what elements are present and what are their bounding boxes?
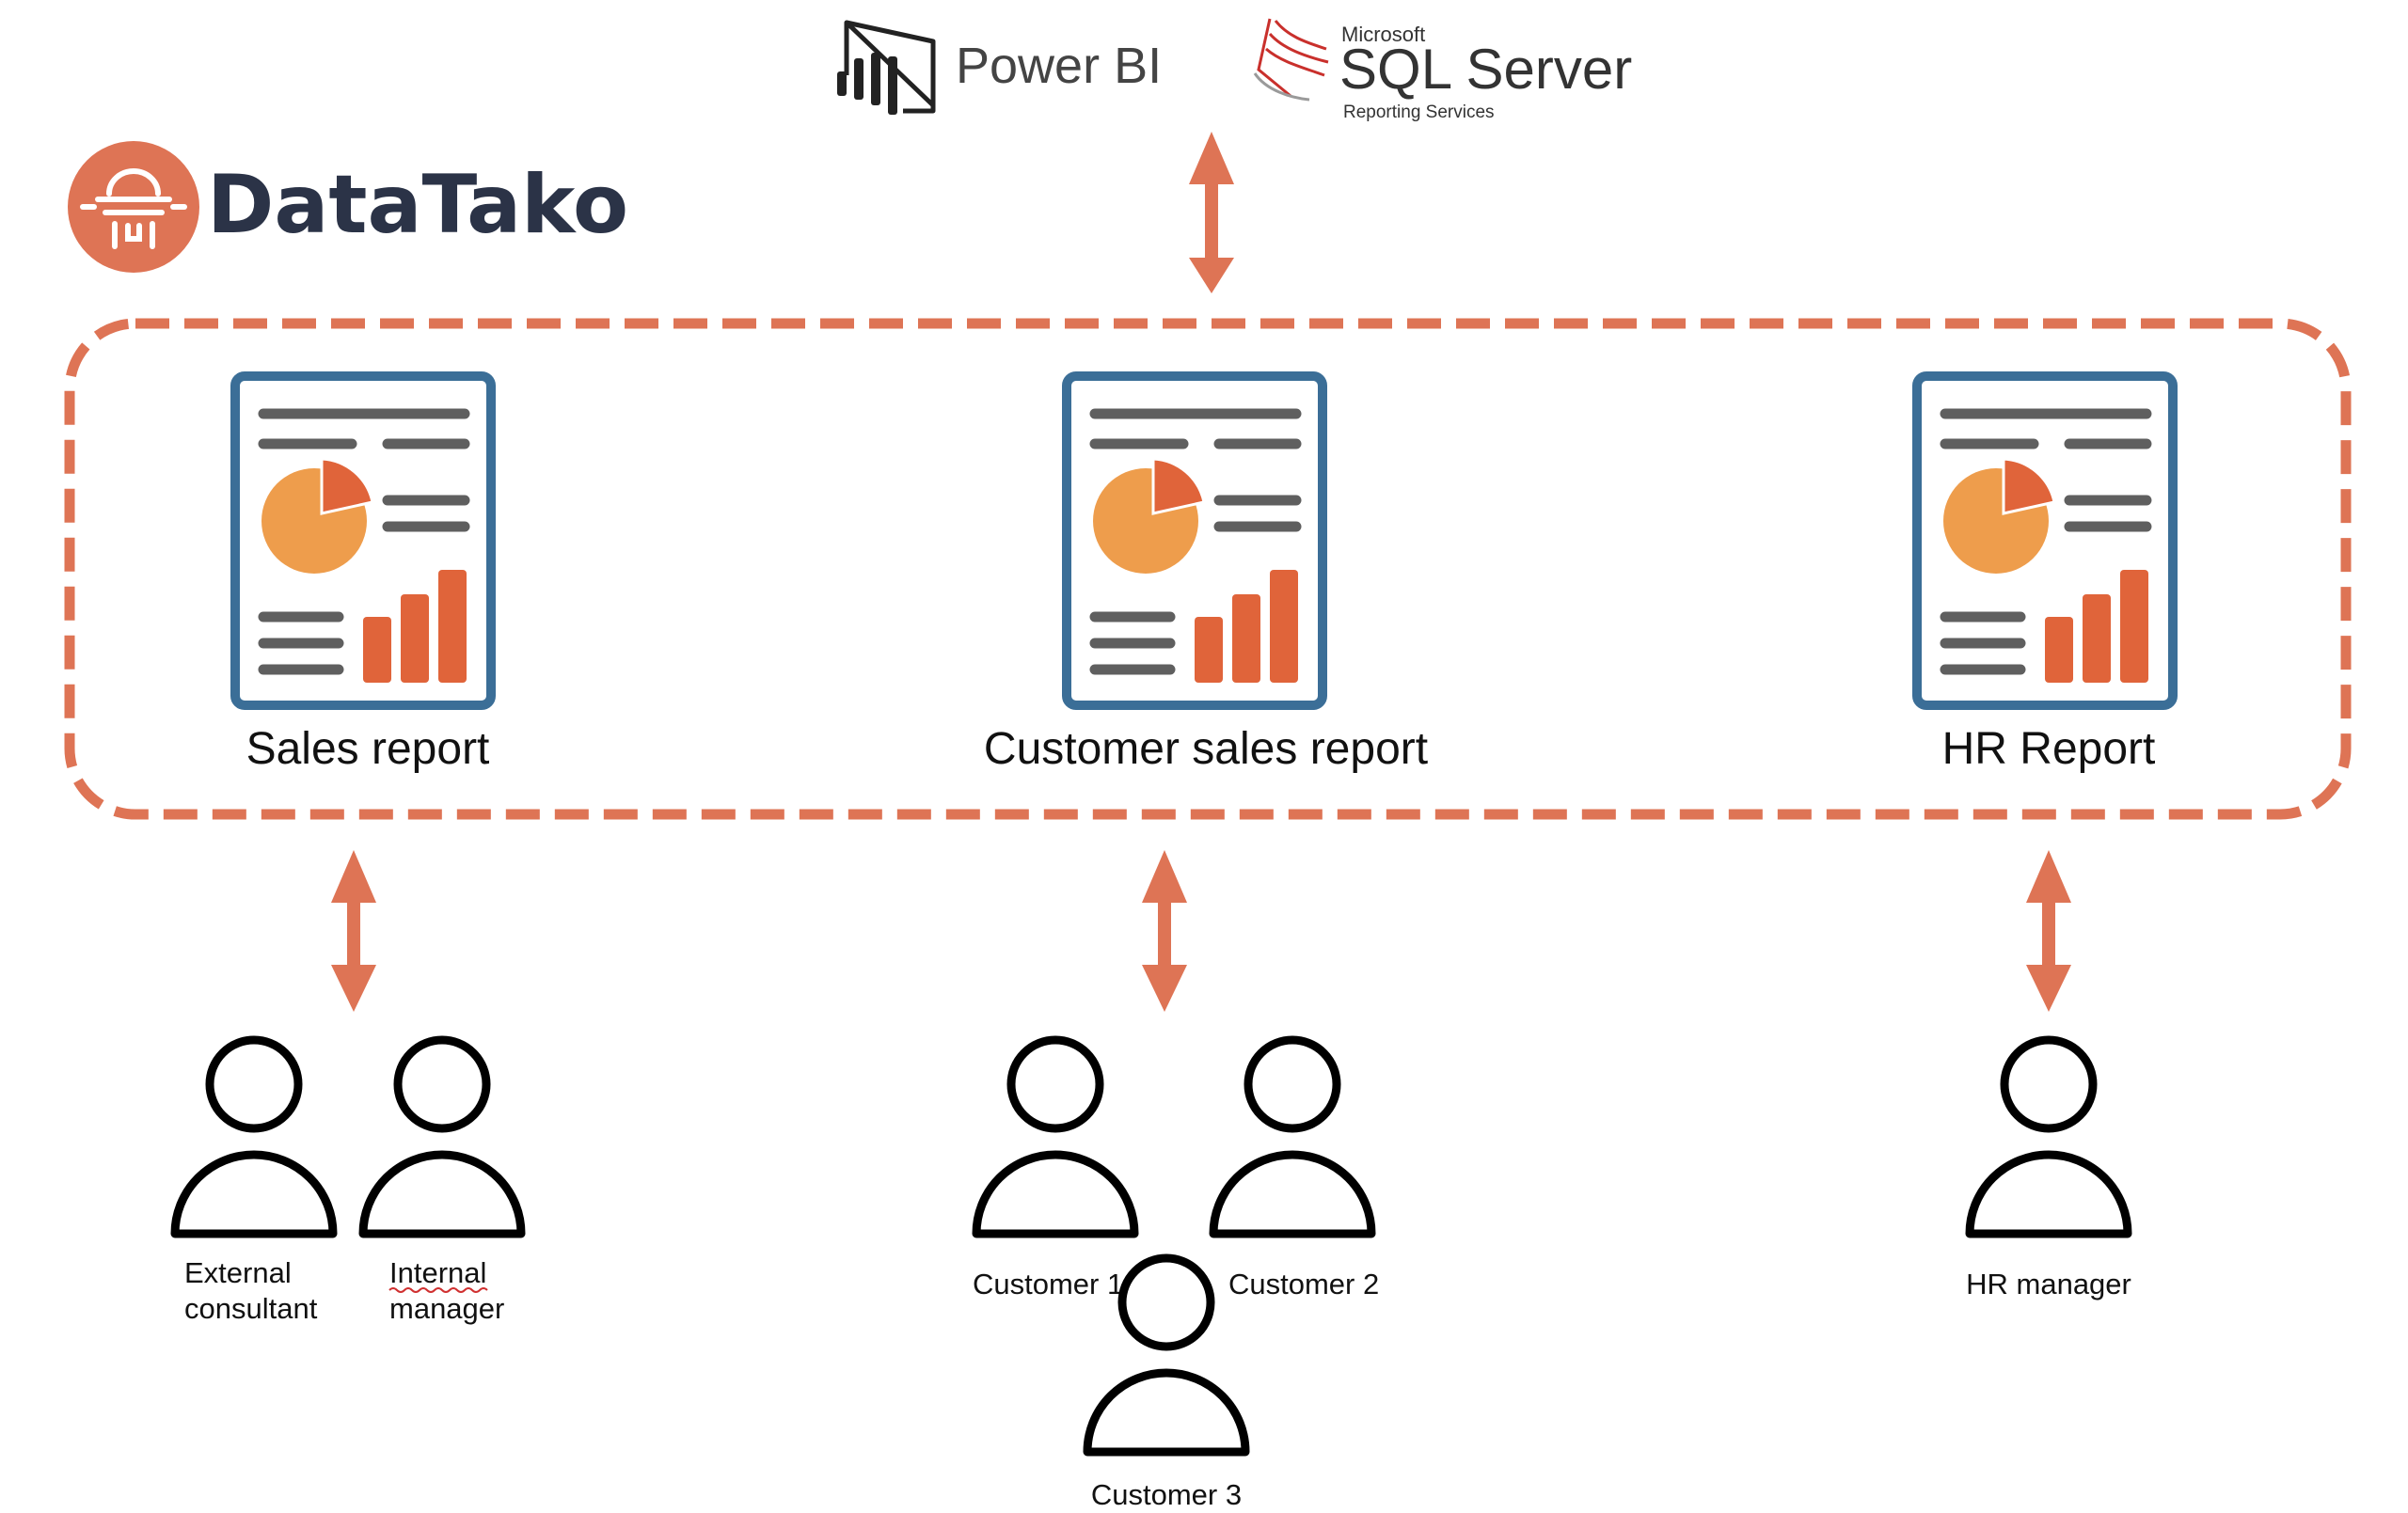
report-group-container xyxy=(64,318,2352,820)
user-label-line1: Internal xyxy=(389,1256,486,1289)
datatako-logo: DataTako xyxy=(68,141,628,273)
datatako-octopus-icon xyxy=(80,168,187,249)
sql-server-swoosh-icon xyxy=(1253,72,1310,102)
user-customer-3: Customer 3 xyxy=(1087,1258,1245,1511)
double-arrow-icon xyxy=(2026,850,2071,1012)
sql-server-icon xyxy=(1257,18,1329,98)
person-outline-icon xyxy=(1970,1040,2128,1234)
power-bi-bar-icon xyxy=(837,71,847,96)
user-customer-2: Customer 2 xyxy=(1213,1040,1379,1300)
sql-microsoft-label: Microsoft xyxy=(1341,23,1425,46)
report-document-icon xyxy=(235,376,491,705)
person-outline-icon xyxy=(175,1040,333,1234)
sql-reporting-label: Reporting Services xyxy=(1343,102,1495,122)
report-card-customer-sales[interactable]: Customer sales report xyxy=(984,376,1428,774)
user-label: Customer 3 xyxy=(1091,1478,1242,1511)
user-hr-manager: HR manager xyxy=(1966,1040,2131,1300)
report-label-customer-sales: Customer sales report xyxy=(984,724,1428,774)
person-outline-icon xyxy=(1213,1040,1371,1234)
datatako-logo-icon xyxy=(68,141,199,273)
user-label-line2: consultant xyxy=(184,1292,318,1325)
report-label-sales: Sales report xyxy=(246,724,490,774)
user-external-consultant: External consultant xyxy=(175,1040,333,1325)
user-label: Customer 2 xyxy=(1228,1268,1379,1300)
double-arrow-icon xyxy=(1142,850,1187,1012)
power-bi-bar-icon xyxy=(854,58,863,100)
user-label-line2: manager xyxy=(389,1292,504,1325)
power-bi-bar-icon xyxy=(888,56,897,115)
report-document-icon xyxy=(1917,376,2173,705)
double-arrow-icon xyxy=(331,850,376,1012)
user-label: HR manager xyxy=(1966,1268,2131,1300)
power-bi-label: Power BI xyxy=(956,38,1162,94)
sql-server-logo: Microsoft SQL Server Reporting Services xyxy=(1253,18,1632,122)
user-internal-manager: Internal manager xyxy=(363,1040,521,1325)
report-document-icon xyxy=(1067,376,1323,705)
double-arrow-icon xyxy=(1189,132,1234,293)
power-bi-bar-icon xyxy=(871,53,880,105)
spellcheck-underline xyxy=(388,1287,488,1293)
person-outline-icon xyxy=(363,1040,521,1234)
user-label-line1: External xyxy=(184,1256,292,1289)
power-bi-logo: Power BI xyxy=(837,20,1162,115)
person-outline-icon xyxy=(976,1040,1134,1234)
report-card-hr[interactable]: HR Report xyxy=(1917,376,2173,774)
datatako-brand-name: DataTako xyxy=(207,158,628,252)
sql-server-label: SQL Server xyxy=(1339,38,1632,101)
power-bi-frame-base xyxy=(903,41,936,114)
user-customer-1: Customer 1 xyxy=(973,1040,1134,1300)
user-label: Customer 1 xyxy=(973,1268,1123,1300)
report-label-hr: HR Report xyxy=(1942,724,2156,774)
report-card-sales[interactable]: Sales report xyxy=(235,376,491,774)
